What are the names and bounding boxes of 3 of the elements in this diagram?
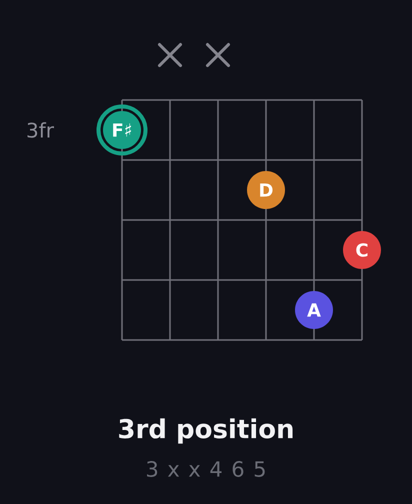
title: 3rd position [119,418,293,444]
fret-number: 3fr [28,122,54,138]
fingering-text: 3 x x 4 6 5 [147,461,265,477]
